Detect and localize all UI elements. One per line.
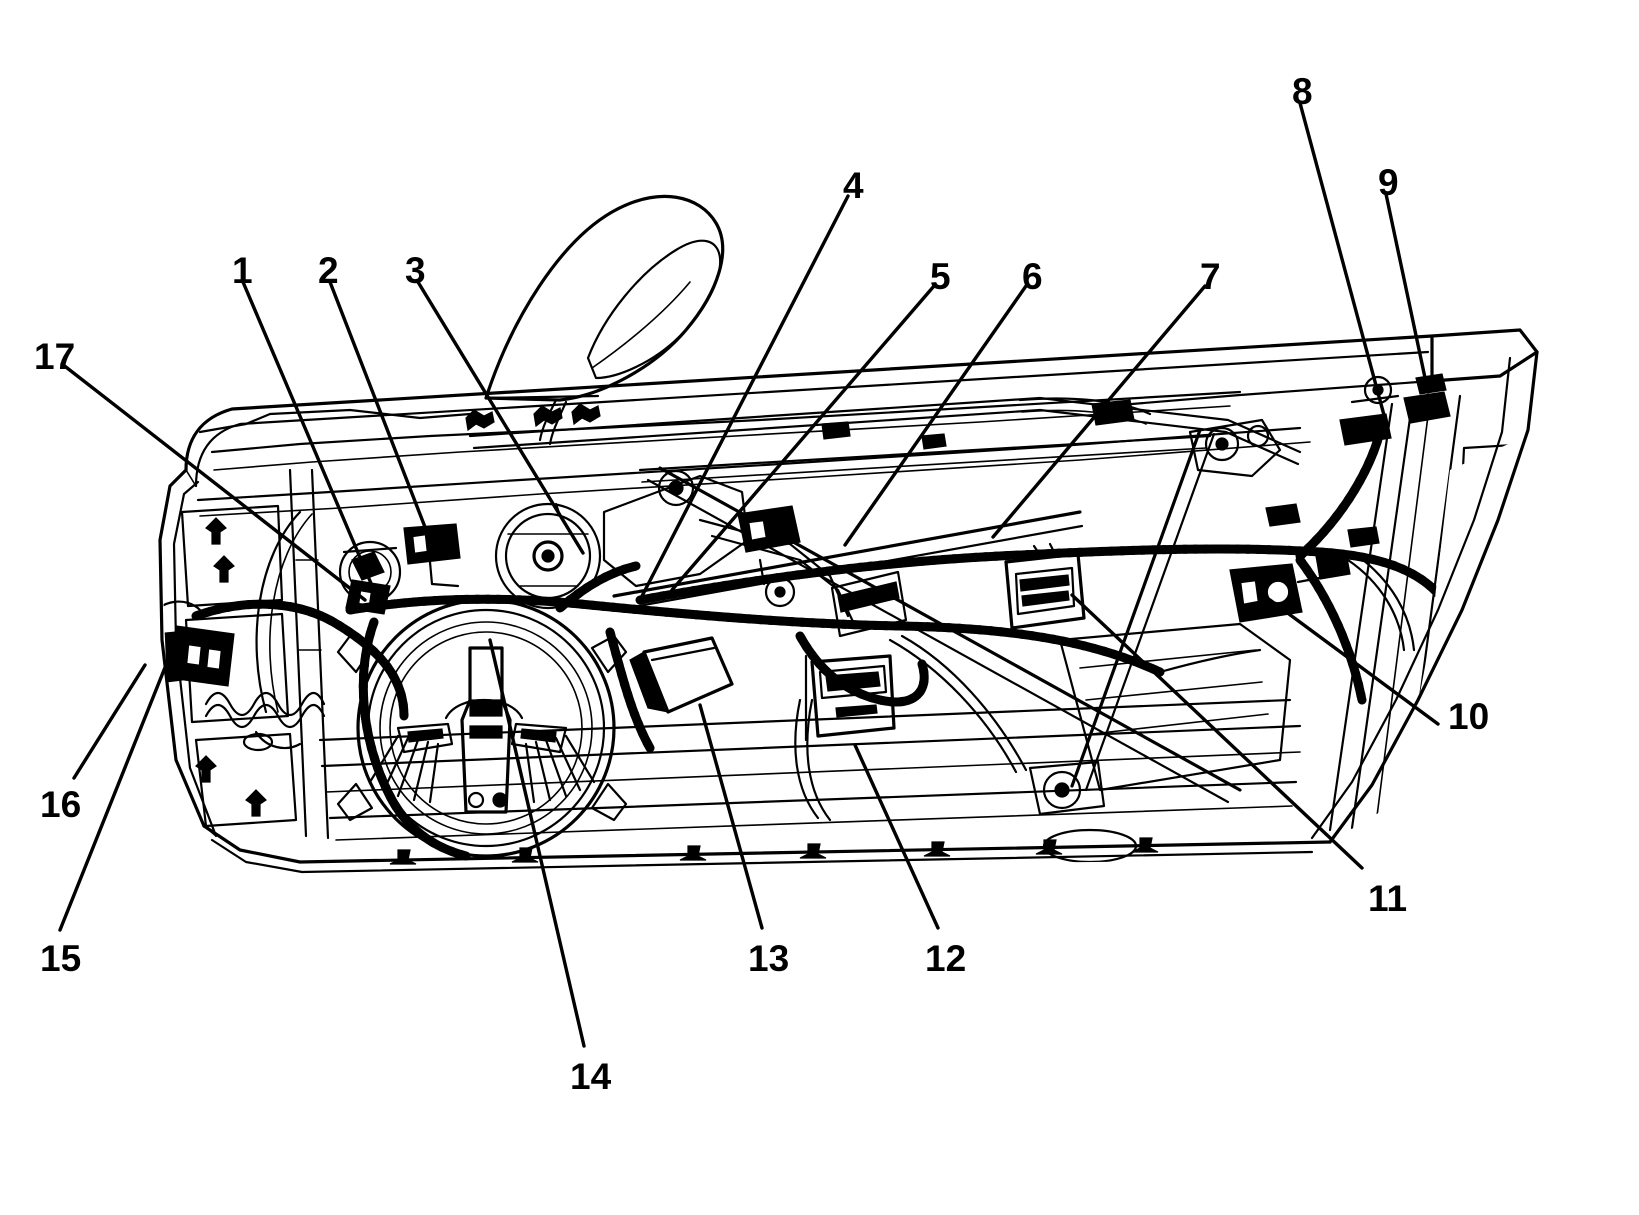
callout-8[interactable]: 8 xyxy=(1292,71,1313,112)
callout-leader-lines xyxy=(58,101,1440,1048)
callout-11[interactable]: 11 xyxy=(1368,878,1408,919)
callout-12[interactable]: 12 xyxy=(925,938,967,979)
callout-13[interactable]: 13 xyxy=(748,938,790,979)
window-run-channel-rails xyxy=(468,396,1302,483)
callout-14[interactable]: 14 xyxy=(570,1056,612,1097)
door-wiring-harness xyxy=(191,419,1445,861)
callout-2[interactable]: 2 xyxy=(318,250,339,291)
callout-7[interactable]: 7 xyxy=(1200,256,1221,297)
callout-15[interactable]: 15 xyxy=(40,938,82,979)
callout-16[interactable]: 16 xyxy=(40,784,82,825)
door-speaker-assembly xyxy=(336,598,628,858)
callout-10[interactable]: 10 xyxy=(1448,696,1490,737)
callout-4[interactable]: 4 xyxy=(843,165,864,206)
callout-3[interactable]: 3 xyxy=(405,250,426,291)
callout-1[interactable]: 1 xyxy=(232,250,253,291)
front-latch-spring xyxy=(204,691,326,752)
callout-6[interactable]: 6 xyxy=(1022,256,1043,297)
callout-5[interactable]: 5 xyxy=(930,256,951,297)
callout-9[interactable]: 9 xyxy=(1378,162,1399,203)
callout-17[interactable]: 17 xyxy=(34,336,76,377)
connector-blocks xyxy=(158,373,1451,742)
